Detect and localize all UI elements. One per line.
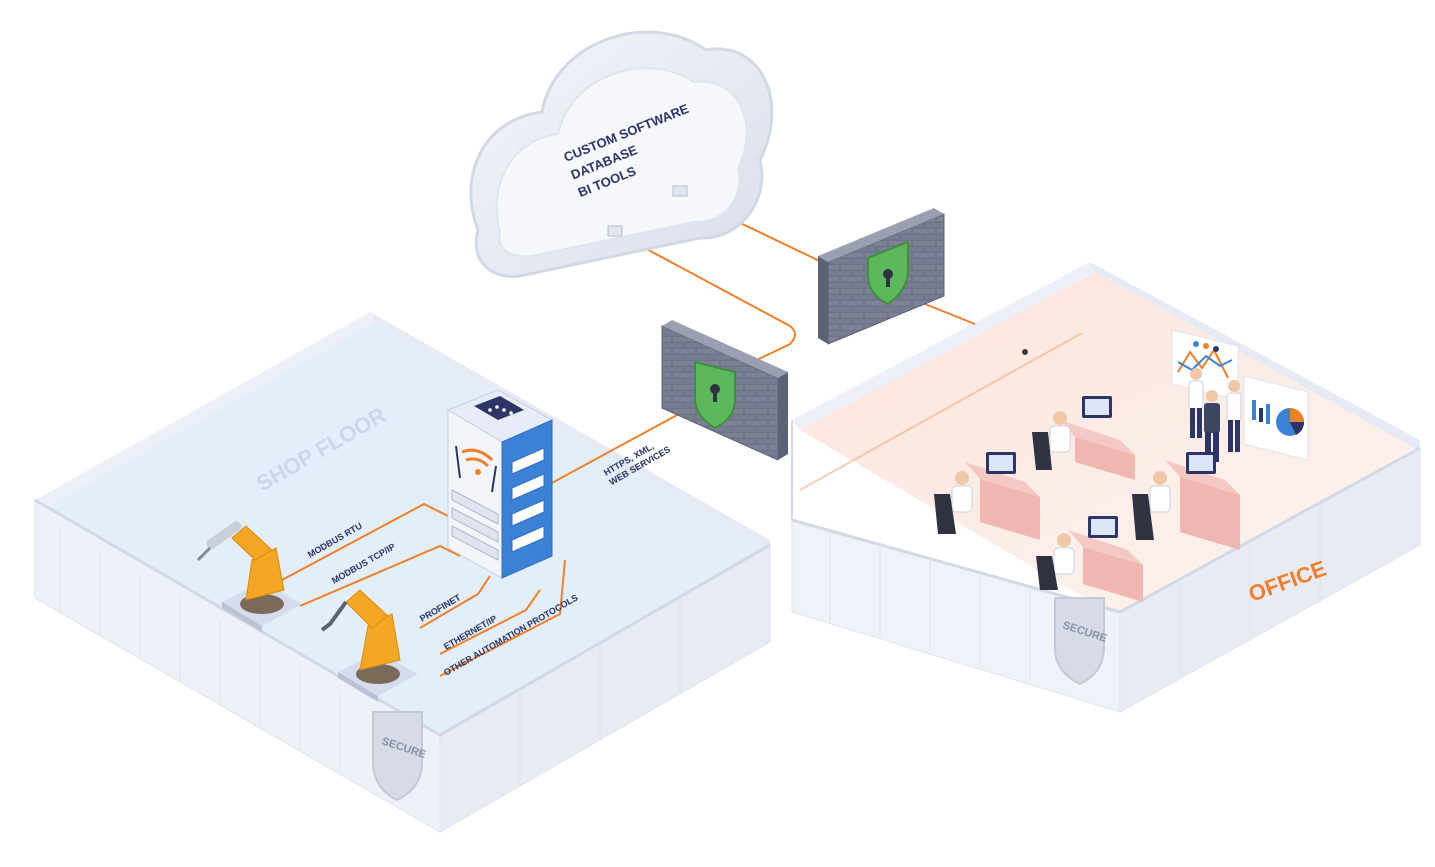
other-protocols-link [439, 559, 566, 677]
office-back-wall-left [792, 262, 1095, 430]
shop-floor-back-wall-left [35, 312, 375, 510]
office-desk [1032, 396, 1135, 480]
office-desk [1036, 516, 1143, 602]
shield-icon [1054, 597, 1105, 686]
wifi-logo-icon [455, 445, 497, 493]
server-side-slots [511, 447, 545, 553]
ethernetip-link [439, 589, 541, 655]
office-back-wall-right [1090, 262, 1420, 452]
shop-floor-floor [42, 322, 770, 740]
modbus-rtu-link [281, 502, 457, 581]
cloud-port [607, 225, 623, 237]
person-icon [1226, 380, 1242, 452]
cloud-inner [495, 67, 748, 258]
cloud: CUSTOM SOFTWARE DATABASE BI TOOLS [469, 30, 774, 278]
robot-arm-1 [196, 521, 302, 632]
cloud-to-factory-firewall-link [614, 231, 796, 393]
person-icon [1204, 390, 1220, 462]
shop-floor-secure-badge: SECURE [372, 711, 427, 802]
standing-people [1188, 368, 1242, 462]
robot-arm-icon [359, 613, 401, 671]
office-network-port [1022, 349, 1028, 355]
office-firewall [818, 208, 945, 345]
profinet-link [419, 575, 491, 629]
keyhole-icon [710, 384, 720, 394]
robot-arm-2 [320, 589, 418, 702]
cloud-port [672, 185, 688, 197]
keyhole-icon [883, 269, 893, 279]
office-chair-icon [1032, 432, 1052, 470]
wall-pie-chart-board [1243, 375, 1309, 461]
office-desk [1132, 452, 1240, 550]
shield-icon [372, 711, 423, 802]
office-chair-icon [934, 494, 956, 534]
modbus-tcpip-link [299, 544, 461, 607]
server-rack-slots [451, 489, 499, 561]
office-chair-icon [1036, 556, 1058, 590]
factory-firewall [661, 320, 788, 461]
shop-floor-room: SHOP FLOOR SECURE [34, 312, 771, 833]
robot-arm-icon [245, 547, 285, 601]
shop-floor-wall-rim [34, 498, 771, 737]
gateway-server [446, 389, 554, 579]
office-room: OFFICE SECURE [791, 262, 1421, 713]
office-wall-grid [829, 503, 1321, 679]
person-icon [1188, 368, 1204, 438]
office-chair-icon [1132, 494, 1154, 540]
office-desk [934, 452, 1040, 540]
office-secure-badge: SECURE [1054, 597, 1108, 686]
office-wall-rim [791, 446, 1421, 614]
office-light-beam [799, 332, 1083, 491]
shop-floor-wall-grid [59, 528, 681, 786]
